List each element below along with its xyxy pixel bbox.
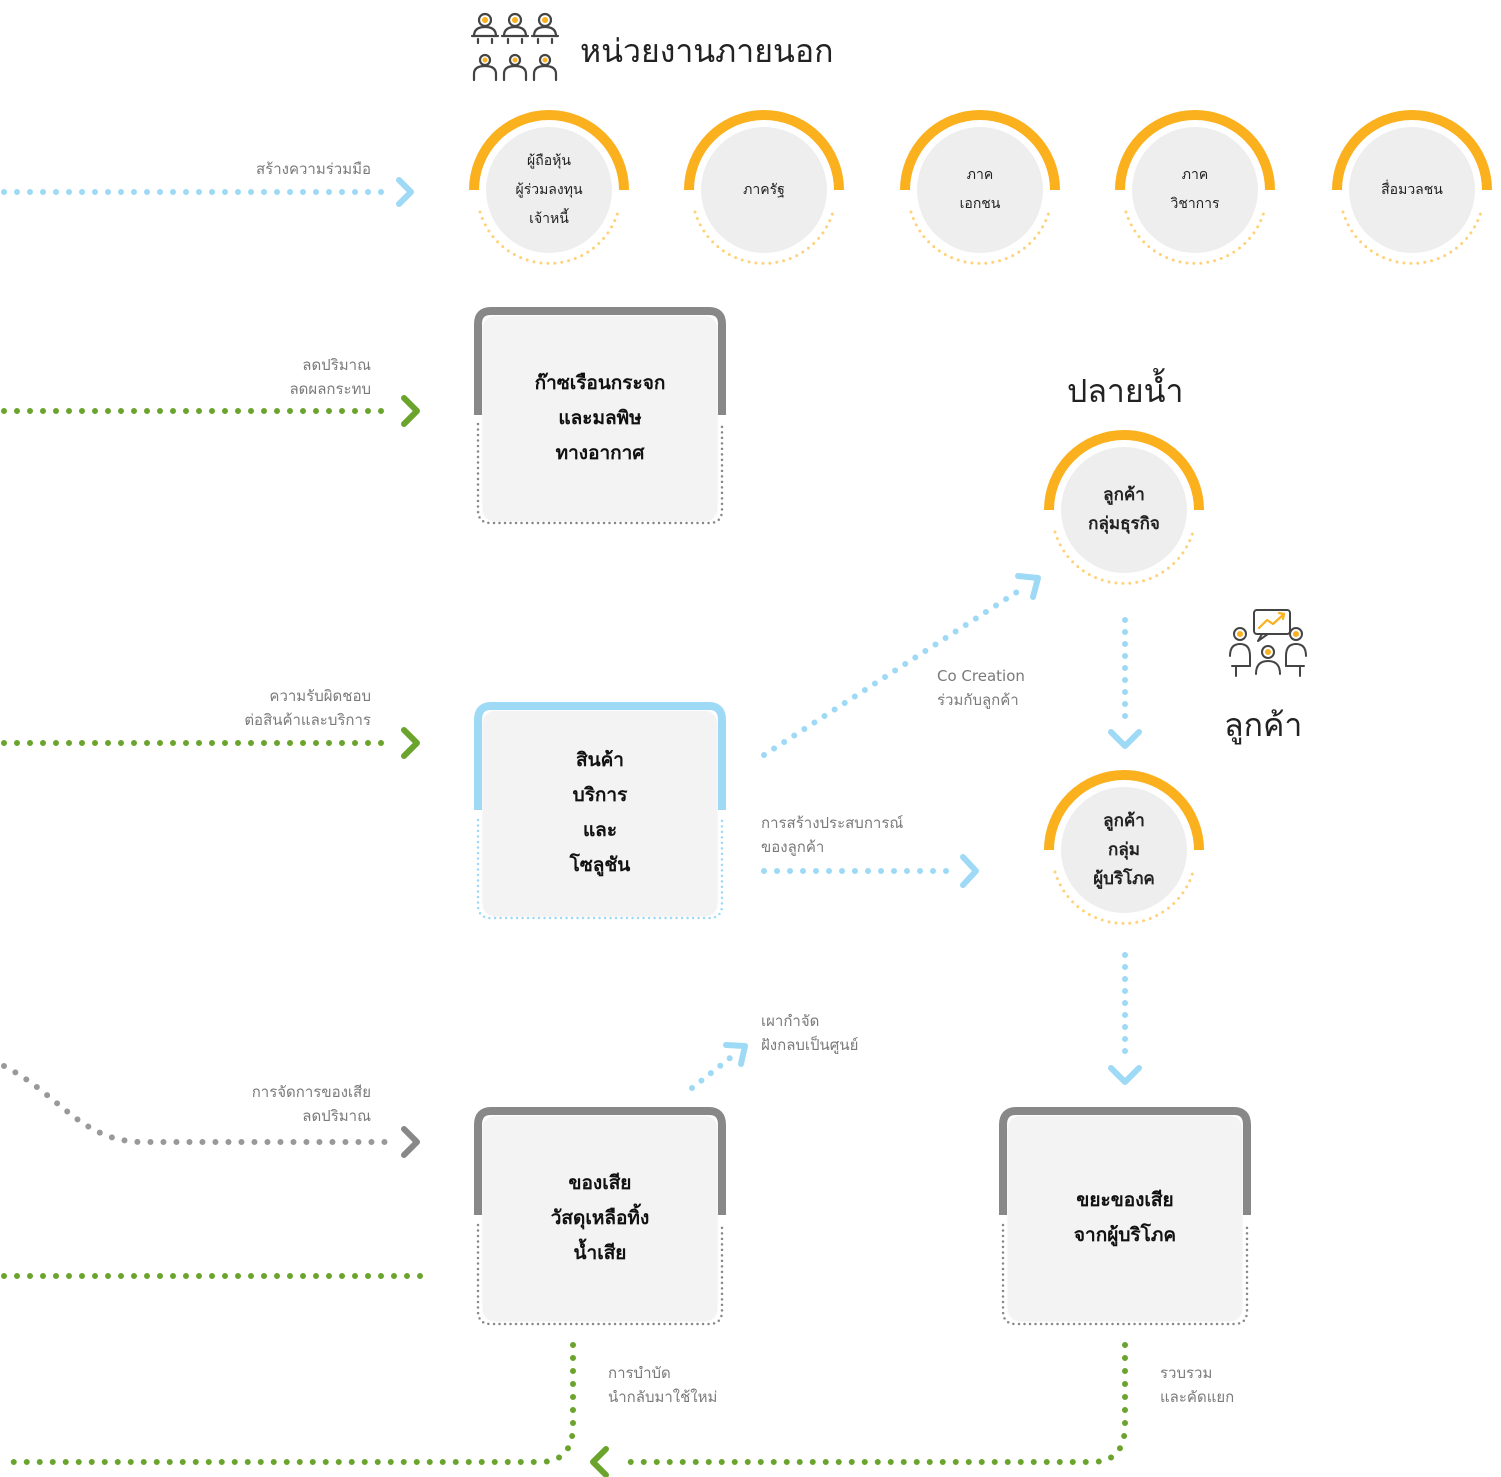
flow-treatment [1,1342,576,1465]
customer-meeting-icon [1229,609,1307,677]
box-waste: ของเสีย วัสดุเหลือทิ้ง น้ำเสีย [483,1116,717,1320]
label-cooperation: สร้างความร่วมมือ [256,160,371,178]
customer-arcs [1044,430,1204,925]
customer-business: ลูกค้า กลุ่มธุรกิจ [1061,447,1187,573]
people-group-icon [470,12,560,82]
flow-experience [761,854,979,888]
flow-incinerate [689,1042,748,1091]
box-frames [474,307,1251,1326]
label-collect-sort: รวบรวม และคัดแยก [1160,1364,1235,1406]
label-responsibility: ความรับผิดชอบ ต่อสินค้าและบริการ [244,687,371,729]
stakeholder-academia: ภาค วิชาการ [1132,127,1258,253]
label-waste-management: การจัดการของเสีย ลดปริมาณ [251,1083,371,1125]
flow-consumer-to-waste [1108,952,1142,1085]
left-flow-waste-management [1,1063,420,1158]
stakeholder-private-sector: ภาค เอกชน [917,127,1043,253]
left-flow-responsibility [1,727,420,759]
external-agencies-title: หน่วยงานภายนอก [580,32,834,70]
left-flow-cooperation [1,177,414,207]
customer-title: ลูกค้า [1224,706,1303,744]
stakeholder-arcs [469,110,1492,265]
flow-collect [590,1342,1128,1477]
label-customer-experience: การสร้างประสบการณ์ ของลูกค้า [761,814,904,856]
box-products: สินค้า บริการ และ โซลูชัน [483,711,717,915]
flow-co-creation [761,573,1041,758]
flow-business-to-consumer [1108,617,1142,749]
box-emissions: ก๊าซเรือนกระจก และมลพิษ ทางอากาศ [483,316,717,520]
downstream-title: ปลายน้ำ [1067,372,1184,410]
label-treatment-reuse: การบำบัด นำกลับมาใช้ใหม่ [608,1364,718,1406]
customer-consumer: ลูกค้า กลุ่ม ผู้บริโภค [1061,787,1187,913]
stakeholder-shareholders: ผู้ถือหุ้น ผู้ร่วมลงทุน เจ้าหนี้ [486,127,612,253]
label-reduce-impact: ลดปริมาณ ลดผลกระทบ [289,356,371,398]
left-flow-emissions [1,395,420,427]
box-consumer-waste: ขยะของเสีย จากผู้บริโภค [1008,1116,1242,1320]
label-incinerate: เผากำจัด ฝังกลบเป็นศูนย์ [761,1012,859,1054]
stakeholder-media: สื่อมวลชน [1349,127,1475,253]
stakeholder-government: ภาครัฐ [701,127,827,253]
label-co-creation: Co Creation ร่วมกับลูกค้า [937,667,1025,709]
